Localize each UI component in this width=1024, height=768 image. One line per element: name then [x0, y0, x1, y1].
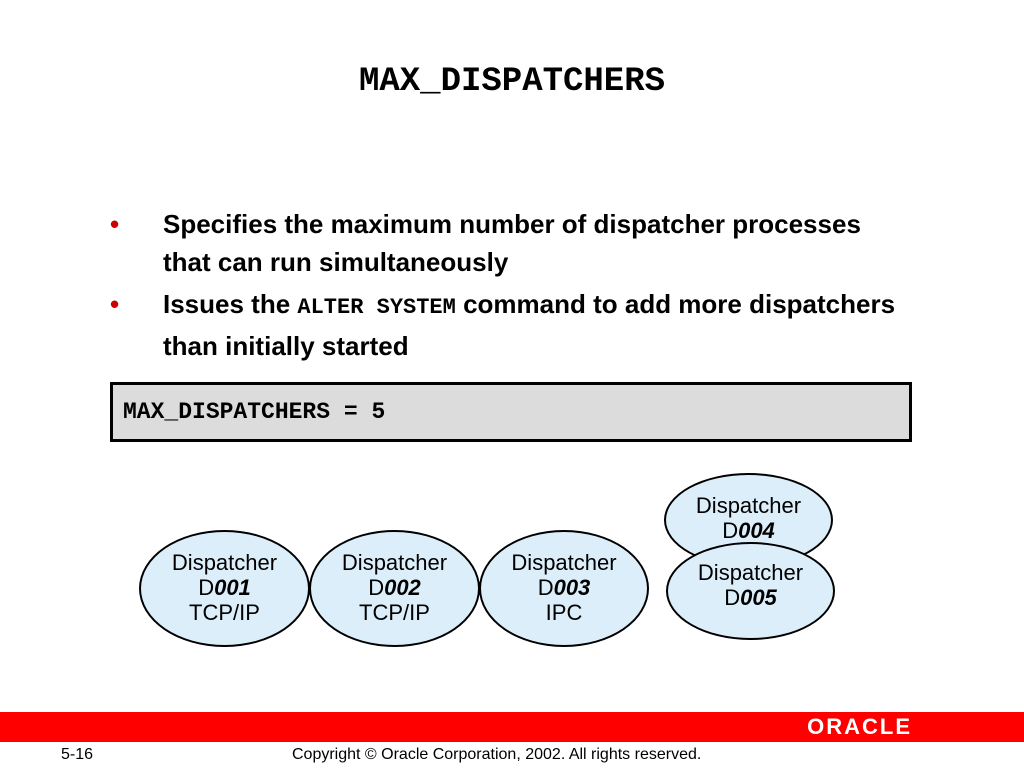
slide-title: MAX_DISPATCHERS [358, 63, 666, 101]
footer-bar: ORACLE [0, 712, 1024, 742]
bullet-item: • Issues the ALTER SYSTEM command to add… [110, 285, 910, 365]
dispatcher-id: D001 [141, 575, 308, 600]
dispatcher-protocol: IPC [545, 600, 583, 625]
dispatcher-id-prefix: D [724, 585, 741, 610]
dispatcher-d001: Dispatcher D001 TCP/IP [139, 530, 310, 647]
dispatcher-label: Dispatcher [511, 550, 617, 575]
bullet-text-pre: Issues the [163, 289, 298, 319]
bullet-text-post: command to add more dispatchers than ini… [163, 289, 896, 361]
dispatcher-id: D003 [481, 575, 647, 600]
code-block-text: MAX_DISPATCHERS = 5 [123, 399, 386, 425]
dispatcher-label: Dispatcher [697, 560, 804, 585]
dispatcher-id-prefix: D [368, 575, 385, 600]
page-number: 5-16 [61, 746, 94, 763]
dispatcher-id-prefix: D [537, 575, 554, 600]
bullet-text: Specifies the maximum number of dispatch… [163, 209, 861, 277]
inline-code: ALTER SYSTEM [297, 295, 456, 320]
dispatcher-id: D005 [668, 585, 833, 610]
dispatcher-id-number: 005 [740, 585, 777, 610]
dispatcher-d002: Dispatcher D002 TCP/IP [309, 530, 480, 647]
dispatcher-id: D004 [666, 518, 831, 543]
dispatcher-id-prefix: D [198, 575, 215, 600]
dispatcher-d005: Dispatcher D005 [666, 542, 835, 640]
dispatcher-label: Dispatcher [171, 550, 278, 575]
dispatcher-id-number: 001 [214, 575, 251, 600]
dispatcher-id-prefix: D [722, 518, 739, 543]
copyright-notice: Copyright © Oracle Corporation, 2002. Al… [292, 746, 702, 763]
bullet-icon: • [110, 209, 120, 239]
dispatcher-d003: Dispatcher D003 IPC [479, 530, 649, 647]
code-block: MAX_DISPATCHERS = 5 [110, 382, 912, 442]
dispatcher-protocol: TCP/IP [359, 600, 430, 625]
dispatcher-id-number: 004 [738, 518, 775, 543]
bullet-icon: • [110, 289, 120, 319]
dispatcher-id-number: 003 [553, 575, 591, 600]
dispatcher-d004: Dispatcher D004 [664, 473, 833, 567]
dispatcher-label: Dispatcher [695, 493, 802, 518]
dispatcher-label: Dispatcher [341, 550, 448, 575]
bullet-item: • Specifies the maximum number of dispat… [110, 205, 910, 281]
dispatcher-protocol: TCP/IP [189, 600, 260, 625]
oracle-logo: ORACLE [807, 714, 912, 739]
dispatcher-id: D002 [311, 575, 478, 600]
bullet-list: • Specifies the maximum number of dispat… [110, 205, 910, 369]
dispatcher-id-number: 002 [384, 575, 421, 600]
